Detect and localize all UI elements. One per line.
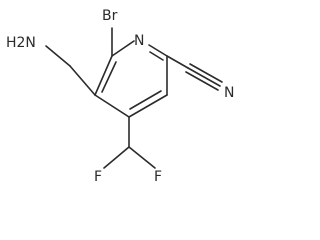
bond-chf2-f-left [103,146,130,169]
bond-c4-c3 [94,94,130,118]
amine-group-label: H2N [6,35,36,51]
bond-cn-triple-3 [185,71,219,91]
bond-ch2-n [45,45,71,67]
bond-c5-c4 [128,94,168,118]
bond-n1-c6 [148,44,168,57]
bond-cn-triple-2 [189,63,223,83]
bond-c5-c4-inner [129,90,162,110]
fluorine-left-label: F [94,169,102,185]
bromine-label: Br [102,8,118,24]
bond-c6-cn [166,55,189,69]
bond-chf2-f-right [128,146,156,169]
fluorine-right-label: F [154,169,162,185]
bond-c2-n1 [111,40,135,57]
bond-c3-c2-inner [101,61,117,93]
bond-n1-c6-inner [149,51,164,61]
bond-c3-ch2 [69,65,96,96]
bond-cn-triple-1 [187,67,221,87]
bond-c3-c2 [94,55,113,96]
ring-nitrogen-label: N [134,33,144,49]
nitrile-nitrogen-label: N [224,85,234,101]
chemical-structure: Br N N H2N F F [6,8,234,185]
